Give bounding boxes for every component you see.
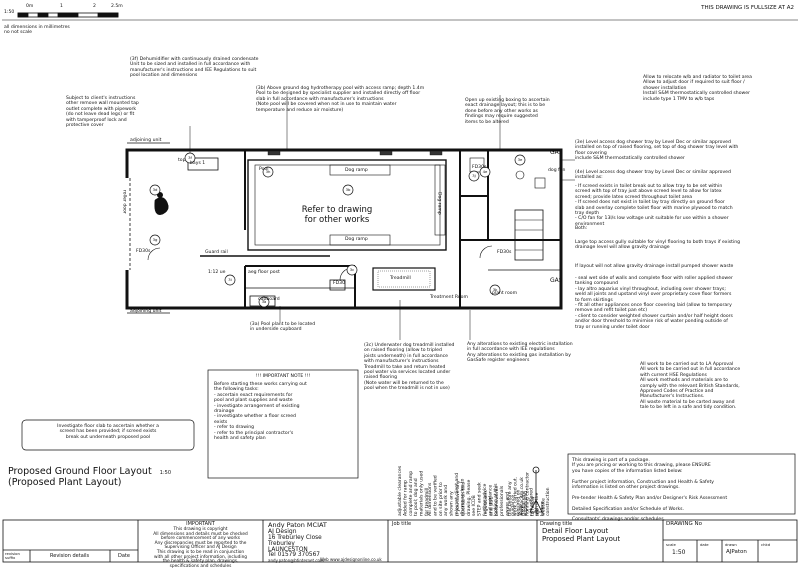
scale-label: 1:50 <box>4 10 15 15</box>
tb-revision-label: revision suffix <box>5 551 20 561</box>
tag-3j: 3j <box>472 173 476 178</box>
tb-scale-value: 1:50 <box>672 549 686 556</box>
drawing-title-line2: (Proposed Plant Layout) <box>8 477 122 488</box>
tb-web: Web www.ajdesignonline.co.uk <box>320 557 382 562</box>
note-hydrotherapy-pool: (3b) Above ground dog hydrotherapy pool … <box>256 86 425 113</box>
drawing-title-line1: Proposed Ground Floor Layout <box>8 466 152 477</box>
tb-drawing-no-label: DRAWING No <box>666 521 702 527</box>
tb-checked-label: chkd <box>761 542 771 547</box>
side-column-6: www.acitm.co.uk Running contractor to fo… <box>520 471 547 516</box>
important-note-text: Before starting these works carrying out… <box>214 382 307 442</box>
tag-3h: 3h <box>265 169 271 174</box>
label-bays: bays 1 <box>190 161 206 166</box>
tb-drawing-title-label: Drawing title <box>540 521 573 527</box>
label-refer-drawing: Refer to drawing for other works <box>301 205 373 225</box>
note-shower-tray-4e: (4e) Level access dog shower tray by Lev… <box>575 170 731 181</box>
tag-3d: 3d <box>152 187 158 192</box>
fullsize-note: THIS DRAWING IS FULLSIZE AT A2 <box>701 5 794 11</box>
tag-3k: 3k <box>492 287 498 292</box>
label-roller-door: roller door <box>121 190 127 214</box>
tb-scale-label: scale <box>666 542 676 547</box>
note-pumped: If layout will not allow gravity drainag… <box>575 264 734 269</box>
label-fd30-c: FD30s <box>472 165 487 170</box>
tag-3c: 3c <box>349 267 355 272</box>
label-plant-room: plant room <box>492 291 518 296</box>
tag-3a: 3a <box>261 299 267 304</box>
tb-date: Date <box>118 553 130 559</box>
tb-drawing-title: Detail Floor Layout Proposed Plant Layou… <box>542 527 621 543</box>
tb-tel: Tel 01579 370567 <box>268 552 320 558</box>
label-dog-ramp-side: Dog ramp <box>436 192 442 215</box>
label-fd30-d: FD30s <box>497 250 512 255</box>
label-guard-rail: Guard rail <box>205 250 228 255</box>
drawing-title-area: Proposed Ground Floor Layout 1:50 (Propo… <box>8 459 171 489</box>
note-client-remove: Subject to client's instructions other r… <box>66 96 139 129</box>
label-adjoining-bottom: adjoining unit <box>130 309 162 314</box>
tag-3g: 3g <box>152 237 158 242</box>
note-shower-tray-3e: (3e) Level access dog shower tray by Lev… <box>575 140 739 162</box>
tag-3i: 3i <box>228 277 232 282</box>
scale-tick-0: 0m <box>26 4 34 9</box>
note-screed-list: - If screed exists in toilet break out t… <box>575 184 733 227</box>
label-dog-ramp-bottom: Dog ramp <box>345 237 368 242</box>
tb-company: AJ Design <box>268 528 297 535</box>
label-gas-bottom: GAS <box>550 277 563 284</box>
note-treadmill: (3c) Underwater dog treadmill installed … <box>364 343 455 392</box>
tb-important-text: This drawing is copyright All dimensions… <box>153 527 248 569</box>
note-building-regs: All work to be carried out to LA Approva… <box>640 362 741 411</box>
label-pool: Pool <box>259 167 269 172</box>
important-note-title: !!! IMPORTANT NOTE !!! <box>255 374 311 379</box>
tb-date-col: date <box>700 542 709 547</box>
tag-3f: 3f <box>188 155 192 160</box>
scale-tick-1: 1 <box>60 4 63 9</box>
tb-designer-name: Andy Paton MCIAT <box>268 521 327 529</box>
drawing-title-scale: 1:50 <box>159 470 171 476</box>
scale-note: all dimensions in millimetres no not sca… <box>4 25 70 36</box>
label-post: aeg floor post <box>248 270 280 275</box>
label-top: top <box>178 158 186 163</box>
note-package: This drawing is part of a package. If yo… <box>572 458 728 523</box>
note-both-label: Both: <box>575 226 588 231</box>
note-investigate-screed: Investigate floor slab to ascertain whet… <box>57 424 159 440</box>
label-treadmill: Treadmill <box>390 276 411 281</box>
tag-3b: 3b <box>345 187 351 192</box>
tb-email: andy.paton@btinternet.com <box>268 558 324 563</box>
scale-tick-3: 2.5m <box>111 4 123 9</box>
label-treatment-room: Treatment Room <box>430 295 468 300</box>
tb-address: 16 Treburley Close Treburley LAUNCESTON <box>268 535 322 554</box>
label-fd30-b: FD30 <box>333 281 346 286</box>
note-electric-gas: Any alterations to existing electric ins… <box>467 342 573 364</box>
side-column-1: adjustable clearances Added for ramp com… <box>398 465 431 516</box>
tag-3e: 3e <box>517 157 523 162</box>
note-gully: Large top access gully suitable for viny… <box>575 240 741 251</box>
tb-job-title-label: Job title <box>392 521 412 527</box>
tb-revision-details: Revision details <box>50 553 90 559</box>
tb-drawn-label: drawn <box>725 542 737 547</box>
tb-drawn-value: AJPaton <box>726 549 747 555</box>
label-wall: 1:12 ue <box>208 270 226 275</box>
label-adjoining-top: adjoining unit <box>130 138 162 143</box>
note-dehumidifier: (3f) Dehumidifier with continuously drai… <box>130 57 259 79</box>
label-gas-top: GAS <box>550 149 563 156</box>
label-fd30-a: FD30s <box>136 249 151 254</box>
note-floor-list: - seal wet side of walls and complete fl… <box>575 276 733 330</box>
tb-important-title: IMPORTANT <box>186 521 215 527</box>
label-dog-fan: dog fan <box>548 168 566 173</box>
scale-tick-2: 2 <box>93 4 96 9</box>
label-cupboard: cupboard <box>258 297 280 302</box>
label-dog-ramp-top: Dog ramp <box>345 168 368 173</box>
note-radiator: Allow to relocate w/b and radiator to to… <box>643 75 752 102</box>
note-drainage-layout: Open up existing boxing to ascertain exa… <box>465 98 550 125</box>
tag-4e: 4e <box>482 169 488 174</box>
note-pool-plant: (3a) Pool plant to be located in undersi… <box>250 322 316 333</box>
